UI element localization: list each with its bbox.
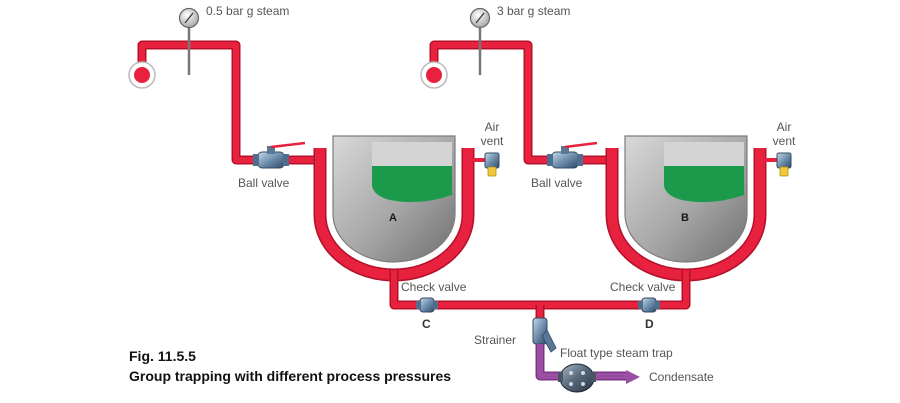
check-valve-label-c: Check valve <box>401 280 467 294</box>
check-valve-icon <box>416 297 438 313</box>
air-vent-label-a-line1: Air <box>485 120 500 134</box>
steam-trap-label: Float type steam trap <box>560 346 673 360</box>
ball-valve-icon[interactable] <box>253 141 306 169</box>
ball-valve-label-a: Ball valve <box>238 176 290 190</box>
check-valve-icon <box>638 297 660 313</box>
condensate-label: Condensate <box>649 370 714 384</box>
air-vent-label-b-line2: vent <box>773 134 796 148</box>
check-valve-label-d: Check valve <box>610 280 676 294</box>
air-vent-icon <box>760 152 792 177</box>
ball-valve-label-b: Ball valve <box>531 176 583 190</box>
steam-pressure-label-a: 0.5 bar g steam <box>206 4 289 18</box>
figure-title: Group trapping with different process pr… <box>129 368 451 384</box>
pressure-gauge-icon <box>178 7 200 75</box>
steam-line-a <box>137 40 325 165</box>
float-trap-icon <box>558 363 596 393</box>
flow-arrow-icon <box>626 370 640 384</box>
steam-inlet-b <box>420 61 448 89</box>
air-vent-label-b-line1: Air <box>777 120 792 134</box>
figure-number: Fig. 11.5.5 <box>129 348 196 364</box>
air-vent-icon <box>468 152 500 177</box>
steam-inlet-a <box>128 61 156 89</box>
air-vent-label-a-line2: vent <box>481 134 504 148</box>
pan-label-b: B <box>681 212 689 224</box>
trap-line <box>535 344 628 381</box>
ball-valve-icon[interactable] <box>547 141 598 169</box>
process-pan-a <box>332 135 456 263</box>
steam-line-b <box>429 40 617 165</box>
process-pan-b <box>624 135 748 263</box>
steam-pressure-label-b: 3 bar g steam <box>497 4 570 18</box>
pan-label-a: A <box>389 212 397 224</box>
strainer-label: Strainer <box>474 333 516 347</box>
check-valve-tag-d: D <box>645 317 654 331</box>
condensate-drain-lines <box>389 270 691 320</box>
check-valve-tag-c: C <box>422 317 431 331</box>
pressure-gauge-icon <box>469 7 491 75</box>
